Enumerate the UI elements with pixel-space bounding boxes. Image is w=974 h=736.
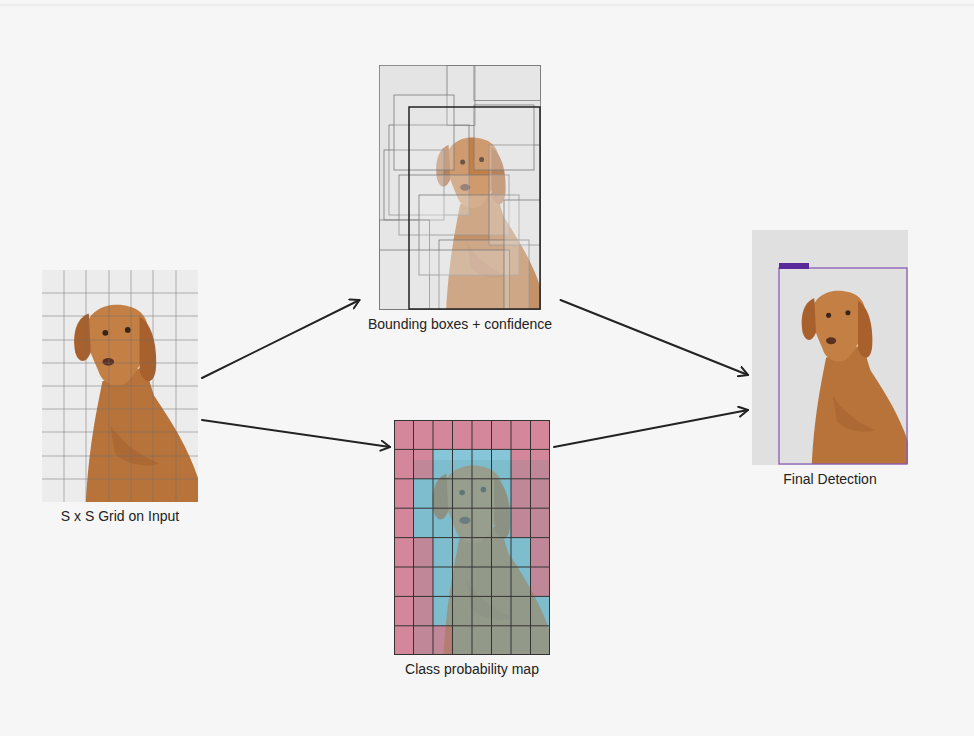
grid-input-image bbox=[42, 270, 198, 502]
flow-arrow bbox=[202, 300, 360, 378]
flow-arrow bbox=[561, 300, 749, 375]
flow-arrow bbox=[202, 420, 390, 447]
class-probability-image bbox=[394, 420, 550, 655]
image-panel: S x S Grid on Input bbox=[42, 270, 198, 525]
panel-caption: Bounding boxes + confidence bbox=[368, 315, 552, 333]
panel-caption: S x S Grid on Input bbox=[61, 507, 179, 525]
image-panel: Final Detection bbox=[752, 230, 908, 488]
image-panel: Class probability map bbox=[394, 420, 550, 678]
flow-arrow bbox=[554, 410, 748, 447]
panel-caption: Final Detection bbox=[783, 470, 876, 488]
panel-caption: Class probability map bbox=[405, 660, 539, 678]
final-detection-image bbox=[752, 230, 908, 465]
bounding-box-image bbox=[379, 65, 541, 310]
image-panel: Bounding boxes + confidence bbox=[364, 65, 557, 333]
